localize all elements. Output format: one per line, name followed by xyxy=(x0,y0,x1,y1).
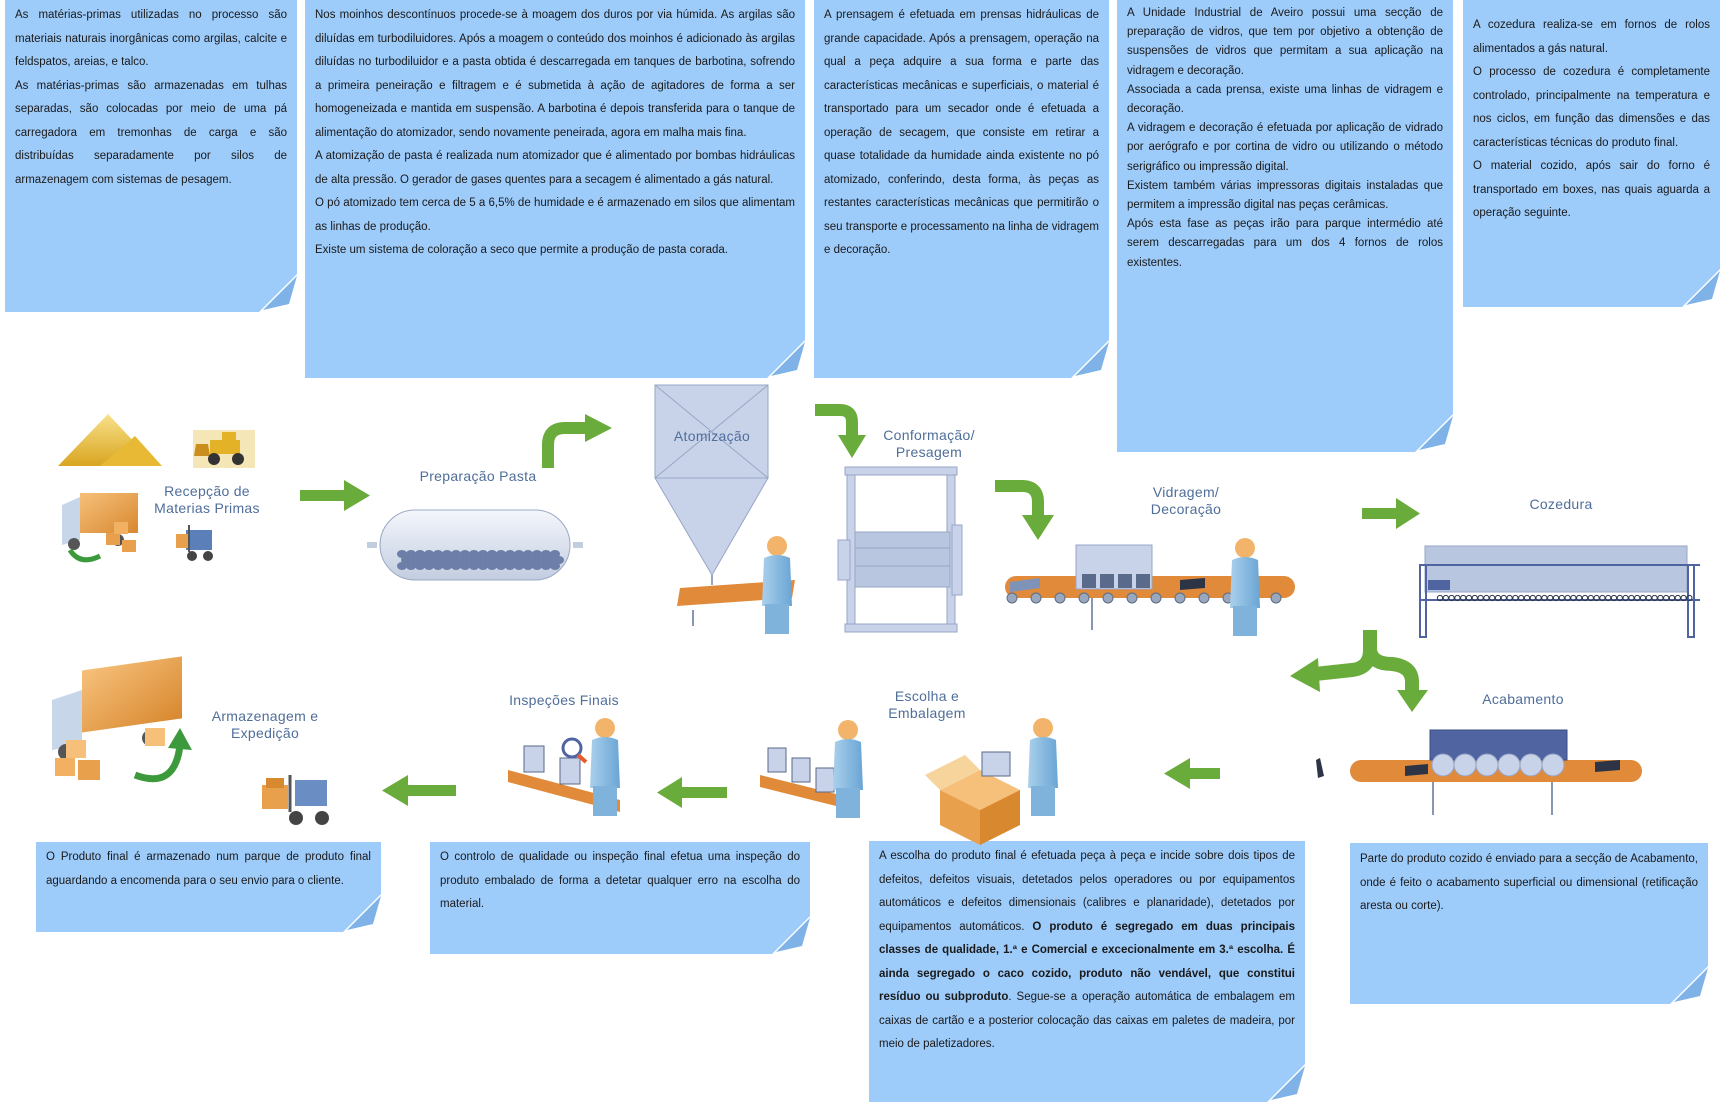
note-text: O material cozido, após sair do forno é … xyxy=(1473,160,1710,219)
label-line: Acabamento xyxy=(1482,691,1564,707)
flow-arrow-3 xyxy=(815,404,866,458)
note-armazenagem: O Produto final é armazenado num parque … xyxy=(36,842,381,932)
label-line: Preparação Pasta xyxy=(419,468,537,484)
operator-figure xyxy=(1028,718,1058,816)
forklift-icon xyxy=(176,525,213,561)
operator-figure xyxy=(833,720,863,818)
label-line: Atomização xyxy=(673,428,751,444)
note-vidragem: A Unidade Industrial de Aveiro possui um… xyxy=(1117,0,1453,452)
flow-arrow-7 xyxy=(657,777,727,808)
note-text: Existe um sistema de coloração a seco qu… xyxy=(315,244,728,256)
page-curl-icon xyxy=(767,340,805,378)
note-text: Associada a cada prensa, existe uma linh… xyxy=(1127,83,1443,116)
note-text: A cozedura realiza-se em fornos de rolos… xyxy=(1473,19,1710,55)
forklift-icon xyxy=(262,775,329,825)
label-line: Presagem xyxy=(895,444,963,460)
finishing-line-icon xyxy=(1316,729,1642,815)
note-text-bold: O produto é segregado em duas principais… xyxy=(879,920,1295,1004)
stage-label-vidragem: Vidragem/Decoração xyxy=(1131,484,1241,518)
label-line: Expedição xyxy=(230,725,300,741)
label-line: Embalagem xyxy=(888,705,966,721)
page-curl-icon xyxy=(1670,966,1708,1004)
page-curl-icon xyxy=(1267,1064,1305,1102)
note-text: Após esta fase as peças irão para parque… xyxy=(1127,218,1443,269)
note-prensagem: A prensagem é efetuada em prensas hidráu… xyxy=(814,0,1109,378)
glazing-line-icon xyxy=(1005,544,1295,630)
note-text: A atomização de pasta é realizada num at… xyxy=(315,150,795,186)
note-text: O processo de cozedura é completamente c… xyxy=(1473,66,1710,149)
operator-figure xyxy=(1230,538,1260,636)
operator-figure xyxy=(762,536,792,634)
note-text: A Unidade Industrial de Aveiro possui um… xyxy=(1127,7,1443,77)
page-curl-icon xyxy=(1071,340,1109,378)
note-text: O Produto final é armazenado num parque … xyxy=(46,851,371,887)
note-text: O controlo de qualidade ou inspeção fina… xyxy=(440,851,800,910)
operator-figure xyxy=(590,718,620,816)
note-rececao: As matérias-primas utilizadas no process… xyxy=(5,0,297,312)
label-line: Materias Primas xyxy=(154,500,260,516)
note-acabamento: Parte do produto cozido é enviado para a… xyxy=(1350,843,1708,1004)
slurry-tank-icon xyxy=(367,509,583,581)
note-text: O pó atomizado tem cerca de 5 a 6,5% de … xyxy=(315,197,795,233)
roller-kiln-icon xyxy=(1419,545,1700,638)
stage-label-conformacao: Conformação/Presagem xyxy=(870,427,988,461)
flow-arrow-1 xyxy=(300,480,370,511)
note-text: A escolha do produto final é efetuada pe… xyxy=(879,845,1295,1057)
note-escolha: A escolha do produto final é efetuada pe… xyxy=(869,841,1305,1102)
flow-arrow-split xyxy=(1290,630,1428,712)
magnifier-icon xyxy=(561,737,588,764)
note-inspecoes: O controlo de qualidade ou inspeção fina… xyxy=(430,842,810,954)
flow-arrow-6 xyxy=(1164,758,1220,789)
shipping-truck-icon xyxy=(52,656,192,783)
flow-arrow-8 xyxy=(382,775,456,806)
atomizer-silo-icon xyxy=(654,384,769,585)
delivery-truck-icon xyxy=(62,493,138,563)
stage-label-inspecoes: Inspeções Finais xyxy=(494,692,634,709)
note-text: Parte do produto cozido é enviado para a… xyxy=(1360,853,1698,912)
note-text: Nos moinhos descontínuos procede-se à mo… xyxy=(315,9,795,139)
packing-conveyor-icon xyxy=(760,747,860,812)
loader-icon xyxy=(193,430,255,468)
raw-material-piles-icon xyxy=(58,414,162,466)
note-text: A prensagem é efetuada em prensas hidráu… xyxy=(824,9,1099,256)
stage-label-acabamento: Acabamento xyxy=(1468,691,1578,708)
note-text: Existem também várias impressoras digita… xyxy=(1127,179,1443,212)
label-line: Cozedura xyxy=(1529,496,1593,512)
note-text: A vidragem e decoração é efetuada por ap… xyxy=(1127,122,1443,173)
label-line: Inspeções Finais xyxy=(509,692,619,708)
flow-arrow-4 xyxy=(995,480,1054,540)
page-curl-icon xyxy=(259,274,297,312)
label-line: Recepção de xyxy=(164,483,250,499)
page-curl-icon xyxy=(1682,269,1720,307)
label-line: Decoração xyxy=(1150,501,1222,517)
flow-arrow-5 xyxy=(1362,498,1420,529)
flow-arrow-2 xyxy=(542,414,612,468)
packaging-box-icon xyxy=(925,751,1020,845)
stage-label-atomizacao: Atomização xyxy=(657,428,767,445)
page-curl-icon xyxy=(1415,414,1453,452)
note-text: As matérias-primas são armazenadas em tu… xyxy=(15,79,287,186)
note-cozedura: A cozedura realiza-se em fornos de rolos… xyxy=(1463,0,1720,307)
label-line: Conformação/ xyxy=(883,427,975,443)
note-text: As matérias-primas utilizadas no process… xyxy=(15,9,287,68)
note-text-part: A escolha do produto final é efetuada pe… xyxy=(879,850,1295,933)
stage-label-preparacao: Preparação Pasta xyxy=(400,468,556,485)
label-line: Escolha e xyxy=(894,688,960,704)
label-line: Armazenagem e xyxy=(211,708,319,724)
stage-label-cozedura: Cozedura xyxy=(1506,496,1616,513)
page-curl-icon xyxy=(343,894,381,932)
page-curl-icon xyxy=(772,916,810,954)
inspection-conveyor-icon xyxy=(508,745,620,812)
hydraulic-press-icon xyxy=(837,466,963,633)
note-preparacao: Nos moinhos descontínuos procede-se à mo… xyxy=(305,0,805,378)
label-line: Vidragem/ xyxy=(1152,484,1220,500)
note-text-part: . Segue-se a operação automática de emba… xyxy=(879,991,1295,1050)
